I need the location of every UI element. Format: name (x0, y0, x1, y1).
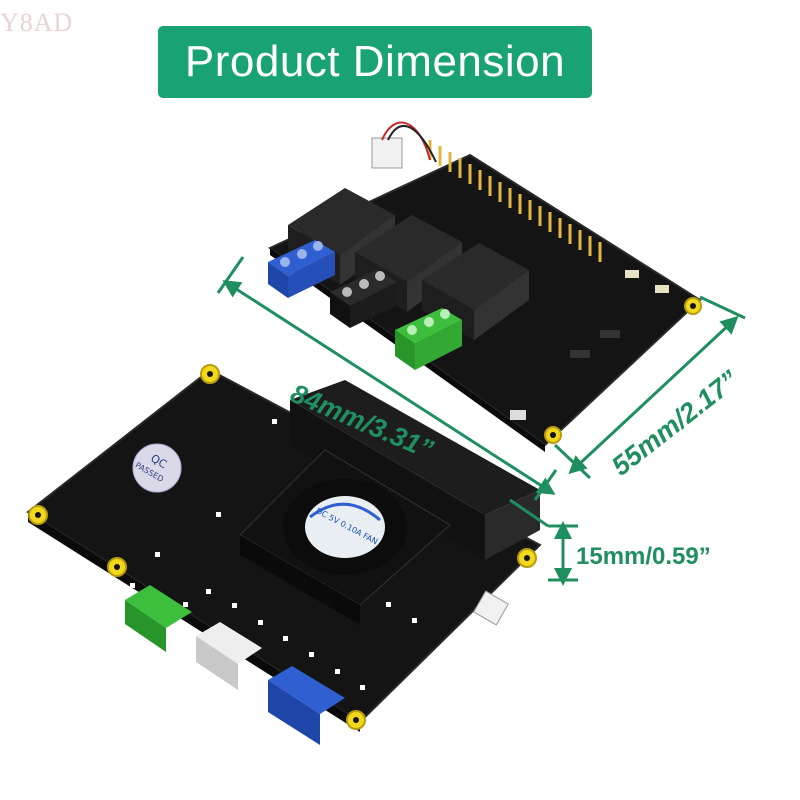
dimension-lines (216, 256, 746, 586)
width-tick-right (699, 295, 746, 320)
terminal-white-bottom (196, 622, 262, 690)
height-dimension-label: 15mm/0.59” (576, 543, 711, 570)
length-arrow (222, 280, 556, 495)
terminal-blue-bottom (268, 666, 345, 745)
fan-connector (371, 137, 403, 169)
title-banner: Product Dimension (158, 26, 592, 98)
width-arrow (568, 315, 739, 475)
qc-sticker: QC PASSED (132, 443, 182, 493)
watermark: Y8AD (0, 8, 74, 37)
relay-board-bottom: DC 5V 0.10A FAN QC PASSED (26, 364, 542, 745)
banner-title: Product Dimension (184, 37, 566, 86)
height-guide-top (509, 498, 549, 528)
terminal-green-bottom (125, 585, 192, 652)
length-tick-right (533, 469, 558, 501)
width-tick-left (553, 443, 592, 480)
length-tick-left (216, 256, 245, 294)
bottom-connector (473, 590, 509, 626)
